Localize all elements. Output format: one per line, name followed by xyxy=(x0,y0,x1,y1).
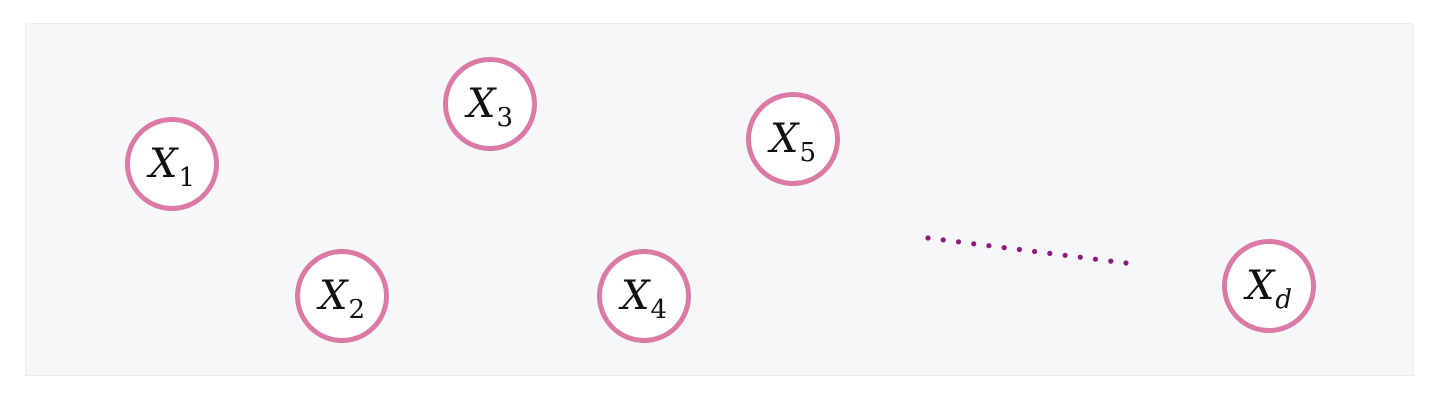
node-x1-variable: X xyxy=(148,141,178,187)
ellipsis-dot xyxy=(986,243,992,249)
diagram-panel xyxy=(25,23,1414,376)
ellipsis-dot xyxy=(1001,245,1007,251)
ellipsis-dot xyxy=(971,241,977,247)
ellipsis-dot-group xyxy=(925,235,1129,266)
ellipsis-dot xyxy=(1062,252,1068,258)
ellipsis-dot xyxy=(955,239,962,245)
ellipsis-dot xyxy=(1108,258,1114,264)
node-x4-subscript: 4 xyxy=(650,295,668,325)
node-x3-variable: X xyxy=(466,81,496,127)
ellipsis-dot xyxy=(1077,254,1083,260)
node-x5-variable: X xyxy=(769,116,799,162)
node-x2-variable: X xyxy=(318,273,348,319)
ellipsis-dot xyxy=(1123,260,1129,266)
node-x1-subscript: 1 xyxy=(178,163,196,193)
ellipsis-dot xyxy=(940,237,946,243)
node-x4-variable: X xyxy=(620,273,650,319)
ellipsis-dot xyxy=(1016,246,1023,253)
node-xd-subscript: d xyxy=(1275,285,1293,315)
node-x5-subscript: 5 xyxy=(799,138,817,168)
ellipsis-dot xyxy=(1047,250,1053,256)
ellipsis-dot xyxy=(1032,248,1038,255)
node-x3-subscript: 3 xyxy=(496,103,514,133)
ellipsis-dot xyxy=(925,235,931,241)
ellipsis-dot xyxy=(1092,256,1099,262)
node-x2-subscript: 2 xyxy=(348,295,366,325)
node-xd-variable: X xyxy=(1245,263,1275,309)
